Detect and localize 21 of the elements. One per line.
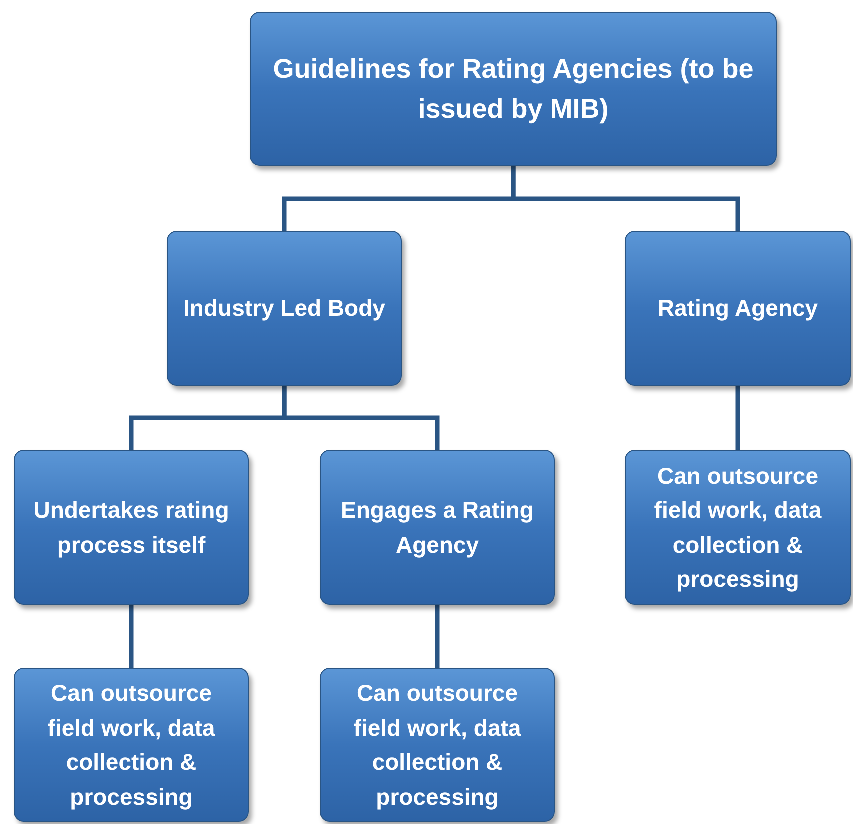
box-label: Can outsource field work, data collection & processing (352, 679, 522, 812)
process-box (625, 231, 851, 386)
process-box (320, 450, 555, 605)
process-box (625, 450, 851, 605)
process-box (167, 231, 402, 386)
box-label: Can outsource field work, data collection & processing (46, 679, 216, 812)
connector-line (282, 386, 440, 450)
connector-line (129, 605, 134, 668)
connector-line (511, 166, 740, 231)
box-label: Rating Agency (658, 294, 818, 324)
connector-line (435, 605, 440, 668)
connector-line (736, 386, 740, 450)
box-label: Engages a Rating Agency (340, 496, 535, 560)
box-label: Guidelines for Rating Agencies (to be issued by MIB) (272, 52, 755, 126)
box-label: Can outsource field work, data collection & processing (653, 462, 823, 594)
box-label: Undertakes rating process itself (32, 496, 230, 560)
process-box (320, 668, 555, 822)
box-label: Industry Led Body (184, 294, 386, 324)
process-box (14, 668, 249, 822)
process-box (250, 12, 777, 166)
process-box (14, 450, 249, 605)
